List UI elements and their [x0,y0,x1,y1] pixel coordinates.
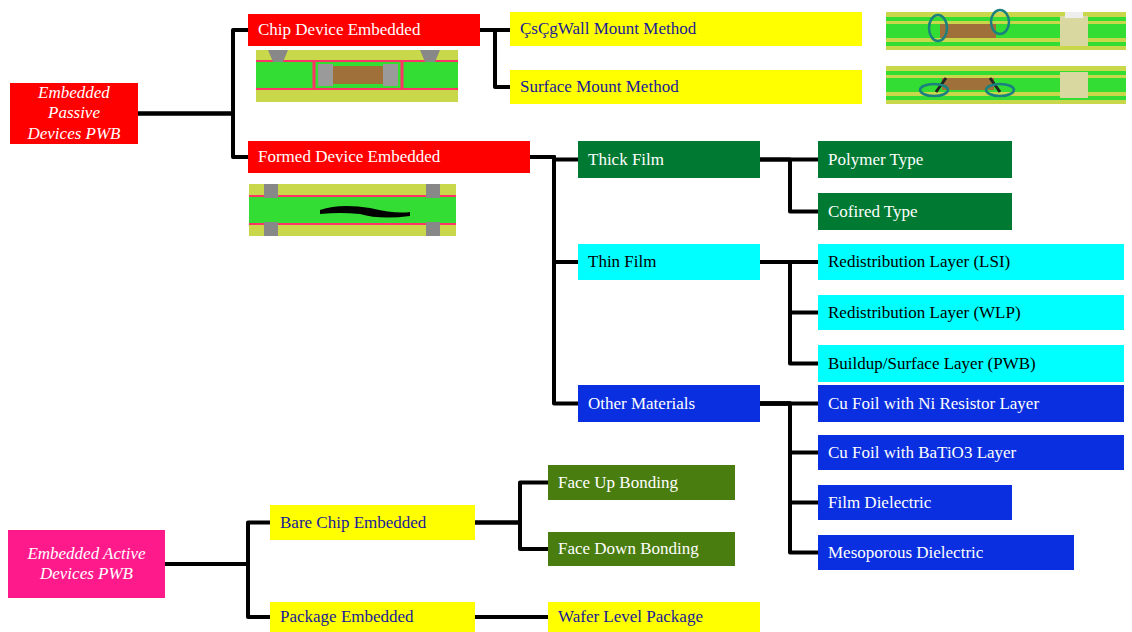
box-label: Surface Mount Method [520,77,679,97]
category-box: Thick Film [578,141,760,178]
tree-connector [760,404,818,553]
tree-connector [480,30,510,87]
category-box: Package Embedded [270,602,475,632]
box-label: Embedded Active Devices PWB [18,544,155,585]
tree-connector [760,160,818,212]
box-label: Chip Device Embedded [258,20,420,40]
tree-connector [475,523,548,550]
tree-connector [475,483,548,523]
category-box: Cu Foil with Ni Resistor Layer [818,385,1124,422]
box-label: Cofired Type [828,202,918,222]
formed-device-figure [249,184,456,236]
surface-mount-figure [886,66,1126,104]
box-label: Mesoporous Dielectric [828,543,983,563]
tree-connector [165,564,270,617]
box-label: Thick Film [588,150,664,170]
tree-connector [165,523,270,565]
category-box: Cofired Type [818,193,1012,230]
box-label: Redistribution Layer (LSI) [828,252,1010,272]
category-box: Embedded Passive Devices PWB [10,83,138,144]
box-label: Cu Foil with Ni Resistor Layer [828,394,1039,414]
category-box: Wafer Level Package [548,602,760,632]
tree-connector [138,114,248,157]
category-box: ÇsÇgWall Mount Method [510,12,862,46]
category-box: Redistribution Layer (LSI) [818,244,1124,280]
category-box: Surface Mount Method [510,70,862,104]
box-label: ÇsÇgWall Mount Method [520,19,696,39]
category-box: Face Down Bonding [548,532,735,566]
category-box: Redistribution Layer (WLP) [818,295,1124,330]
box-label: Buildup/Surface Layer (PWB) [828,354,1036,374]
tree-connector [475,615,548,619]
box-label: Other Materials [588,394,695,414]
category-box: Formed Device Embedded [248,141,530,173]
box-label: Thin Film [588,252,656,272]
box-label: Face Down Bonding [558,539,699,559]
category-box: Bare Chip Embedded [270,505,475,540]
wall-mount-figure [886,10,1126,50]
category-box: Embedded Active Devices PWB [8,530,165,598]
chip-embedded-figure [256,50,458,102]
category-box: Polymer Type [818,141,1012,178]
box-label: Wafer Level Package [558,607,703,627]
box-label: Embedded Passive Devices PWB [20,83,128,144]
category-box: Buildup/Surface Layer (PWB) [818,345,1124,382]
tree-connector [760,262,818,364]
tree-connector [138,30,248,114]
box-label: Bare Chip Embedded [280,513,426,533]
box-label: Formed Device Embedded [258,147,440,167]
category-box: Face Up Bonding [548,465,735,500]
category-box: Thin Film [578,244,760,280]
box-label: Face Up Bonding [558,473,678,493]
box-label: Film Dielectric [828,493,931,513]
category-box: Mesoporous Dielectric [818,535,1074,570]
category-box: Film Dielectric [818,485,1012,520]
box-label: Redistribution Layer (WLP) [828,303,1021,323]
box-label: Cu Foil with BaTiO3 Layer [828,443,1016,463]
category-box: Chip Device Embedded [248,14,480,46]
category-box: Other Materials [578,385,760,422]
box-label: Package Embedded [280,607,414,627]
category-box: Cu Foil with BaTiO3 Layer [818,435,1124,470]
box-label: Polymer Type [828,150,923,170]
tree-connector [530,157,578,404]
